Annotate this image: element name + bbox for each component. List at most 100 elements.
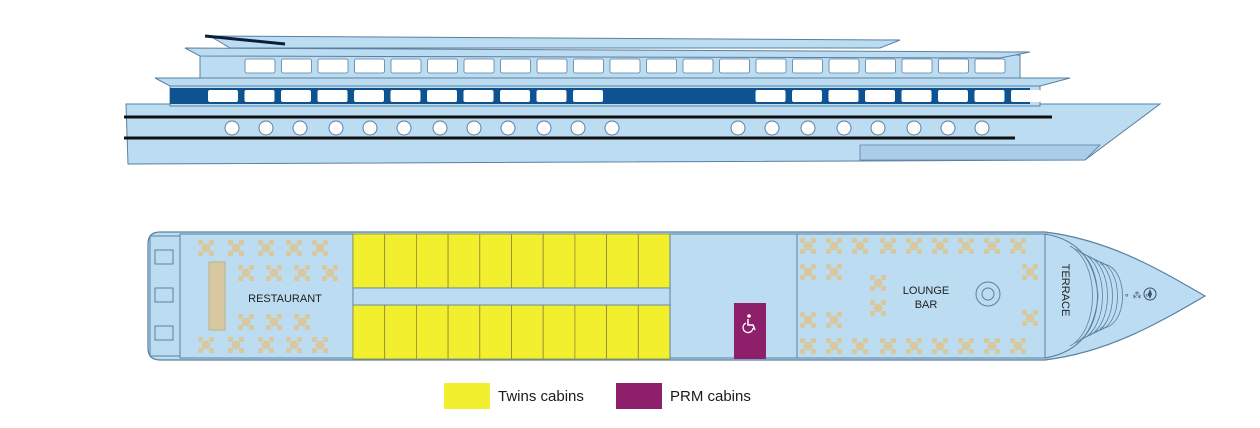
chair <box>297 348 302 353</box>
chair <box>837 323 842 328</box>
table <box>228 337 244 353</box>
main-window <box>1011 90 1041 102</box>
table-top <box>315 243 325 253</box>
chair <box>932 338 937 343</box>
chair <box>198 251 203 256</box>
table-top <box>961 341 971 351</box>
chair <box>800 249 805 254</box>
twin-cabin <box>479 304 512 360</box>
lounge-label: LOUNGE <box>903 285 949 297</box>
chair <box>198 337 203 342</box>
chair <box>228 240 233 245</box>
main-window <box>792 90 822 102</box>
porthole <box>870 120 886 136</box>
table-top <box>935 341 945 351</box>
table-top <box>297 317 307 327</box>
chair <box>1021 249 1026 254</box>
stair-step <box>1069 245 1093 347</box>
chair <box>880 338 885 343</box>
table <box>1010 238 1026 254</box>
main-window <box>573 90 603 102</box>
twin-cabin <box>574 233 608 289</box>
stern-window <box>154 325 174 341</box>
chair <box>239 251 244 256</box>
table-top <box>909 241 919 251</box>
upper-window <box>792 58 823 74</box>
table-top <box>909 341 919 351</box>
chair <box>800 264 805 269</box>
table-top <box>935 241 945 251</box>
chair <box>891 249 896 254</box>
table-top <box>987 341 997 351</box>
main-window <box>938 90 968 102</box>
chair <box>258 251 263 256</box>
porthole <box>764 120 780 136</box>
chair <box>932 349 937 354</box>
table-top <box>803 267 813 277</box>
table <box>800 312 816 328</box>
portholes <box>224 120 990 136</box>
chair <box>995 238 1000 243</box>
chair <box>958 249 963 254</box>
chair <box>826 238 831 243</box>
upper-window <box>828 58 860 74</box>
table <box>294 265 310 281</box>
table <box>958 238 974 254</box>
chair <box>228 348 233 353</box>
chair <box>880 349 885 354</box>
chair <box>323 348 328 353</box>
table-top <box>241 317 251 327</box>
twin-cabin <box>352 304 386 360</box>
upper-window <box>463 58 495 74</box>
central-hall <box>669 233 798 359</box>
table <box>870 300 886 316</box>
chair <box>322 276 327 281</box>
chair <box>932 249 937 254</box>
chair <box>837 249 842 254</box>
chair <box>881 275 886 280</box>
chair <box>958 238 963 243</box>
chair <box>294 265 299 270</box>
upper-window <box>974 58 1006 74</box>
table <box>238 265 254 281</box>
table <box>880 238 896 254</box>
table-top <box>873 278 883 288</box>
twin-cabins <box>352 233 671 360</box>
main-window <box>208 90 238 102</box>
table-top <box>241 268 251 278</box>
chair <box>826 249 831 254</box>
twin-cabin <box>637 233 671 289</box>
upper-window <box>354 58 385 74</box>
chair <box>917 349 922 354</box>
chair <box>969 349 974 354</box>
chair <box>239 348 244 353</box>
table-top <box>1013 341 1023 351</box>
chair <box>984 338 989 343</box>
chair <box>852 349 857 354</box>
twin-cabin <box>511 304 544 360</box>
chair <box>1022 310 1027 315</box>
table <box>906 238 922 254</box>
chair <box>837 264 842 269</box>
table <box>826 238 842 254</box>
porthole <box>500 120 516 136</box>
porthole <box>730 120 746 136</box>
sun-deck <box>184 47 1031 59</box>
table <box>312 337 328 353</box>
chair <box>1033 275 1038 280</box>
table <box>800 238 816 254</box>
main-windows <box>170 88 1041 104</box>
chair <box>277 314 282 319</box>
upper-window <box>609 58 641 74</box>
lounge-tables <box>800 238 1038 354</box>
table-top <box>873 303 883 313</box>
wheelhouse <box>208 35 901 49</box>
chair <box>881 300 886 305</box>
table <box>800 338 816 354</box>
chair <box>238 314 243 319</box>
table <box>198 337 214 353</box>
table <box>826 338 842 354</box>
legend: Twins cabins PRM cabins <box>444 383 864 411</box>
chair <box>286 251 291 256</box>
chair <box>880 238 885 243</box>
